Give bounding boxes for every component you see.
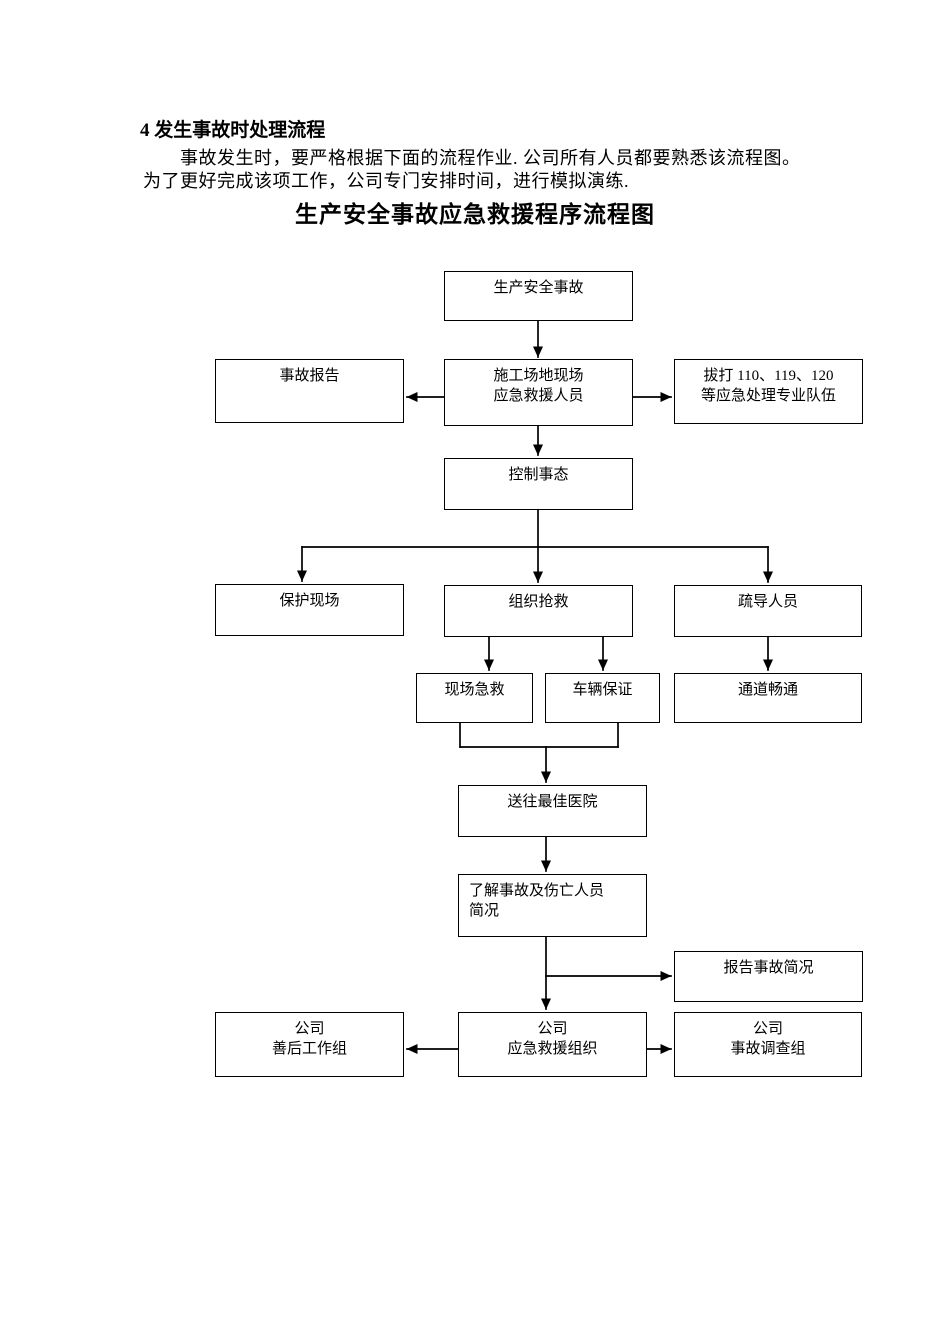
flow-node-accident: 生产安全事故: [444, 271, 633, 321]
section-heading: 4 发生事故时处理流程: [140, 120, 326, 141]
flowchart-title: 生产安全事故应急救援程序流程图: [295, 201, 655, 227]
flow-node-report-brief: 报告事故简况: [674, 951, 863, 1002]
flow-node-protect-scene: 保护现场: [215, 584, 404, 636]
flow-node-clear-passage: 通道畅通: [674, 673, 862, 723]
flow-node-vehicle-guarantee: 车辆保证: [545, 673, 660, 723]
flow-node-company-rescue-org: 公司 应急救援组织: [458, 1012, 647, 1077]
flow-node-investigation-group: 公司 事故调查组: [674, 1012, 862, 1077]
body-paragraph-line-2: 为了更好完成该项工作，公司专门安排时间，进行模拟演练.: [143, 171, 629, 191]
flow-node-aftermath-group: 公司 善后工作组: [215, 1012, 404, 1077]
flow-node-organize-rescue: 组织抢救: [444, 585, 633, 637]
flow-node-send-hospital: 送往最佳医院: [458, 785, 647, 837]
flow-node-control-situation: 控制事态: [444, 458, 633, 510]
flow-node-call-emergency: 拔打 110、119、120 等应急处理专业队伍: [674, 359, 863, 424]
flow-node-onsite-first-aid: 现场急救: [416, 673, 533, 723]
flow-node-evacuate-people: 疏导人员: [674, 585, 862, 637]
flow-node-site-rescue-team: 施工场地现场 应急救援人员: [444, 359, 633, 426]
flow-node-accident-report: 事故报告: [215, 359, 404, 423]
flow-node-assess-casualties: 了解事故及伤亡人员 简况: [458, 874, 647, 937]
body-paragraph-line-1: 事故发生时，要严格根据下面的流程作业. 公司所有人员都要熟悉该流程图。: [180, 148, 801, 168]
